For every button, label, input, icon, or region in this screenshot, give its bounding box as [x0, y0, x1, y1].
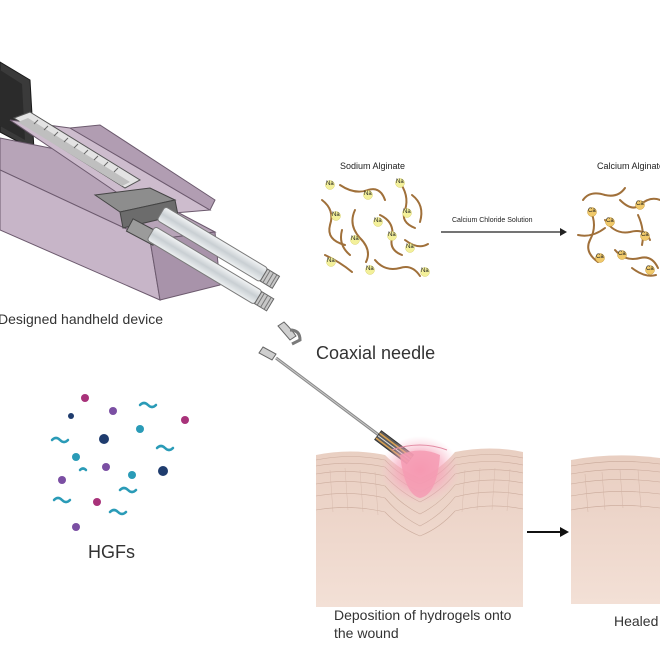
skin-healed: [570, 455, 660, 604]
na-ion-label: Na: [332, 212, 340, 218]
ca-ion-label: Ca: [636, 201, 644, 207]
healing-arrow: [527, 527, 569, 537]
sodium-alginate-diagram: [321, 178, 430, 277]
na-ion-label: Na: [421, 268, 429, 274]
healed-label: Healed: [614, 613, 659, 629]
ca-ion-label: Ca: [596, 254, 604, 260]
na-ion-label: Na: [366, 266, 374, 272]
reaction-arrow: [441, 228, 567, 236]
handheld-device: [0, 61, 302, 361]
ca-ion-label: Ca: [606, 218, 614, 224]
na-ion-label: Na: [326, 181, 334, 187]
hgf-label: HGFs: [88, 542, 135, 562]
sodium-alginate-title: Sodium Alginate: [340, 161, 406, 171]
skin-deposition: [315, 436, 524, 607]
ca-ion-label: Ca: [588, 208, 596, 214]
deposition-label: Deposition of hydrogels onto the wound: [334, 607, 512, 641]
ca-ion-label: Ca: [618, 251, 626, 257]
device-label: Designed handheld device: [0, 311, 164, 327]
na-ion-label: Na: [374, 218, 382, 224]
na-ion-label: Na: [364, 191, 372, 197]
na-ion-label: Na: [351, 236, 359, 242]
na-ion-label: Na: [406, 244, 414, 250]
ca-ion-label: Ca: [641, 232, 649, 238]
na-ion-label: Na: [388, 232, 396, 238]
na-ion-label: Na: [396, 179, 404, 185]
needle-label: Coaxial needle: [316, 343, 436, 363]
na-ion-label: Na: [403, 209, 411, 215]
reaction-label: Calcium Chloride Solution: [452, 217, 533, 224]
na-ion-label: Na: [327, 258, 335, 264]
calcium-alginate-diagram: [577, 187, 660, 277]
ca-ion-label: Ca: [646, 266, 654, 272]
calcium-alginate-title: Calcium Alginate: [597, 161, 660, 171]
hgf-particles: [50, 394, 189, 531]
